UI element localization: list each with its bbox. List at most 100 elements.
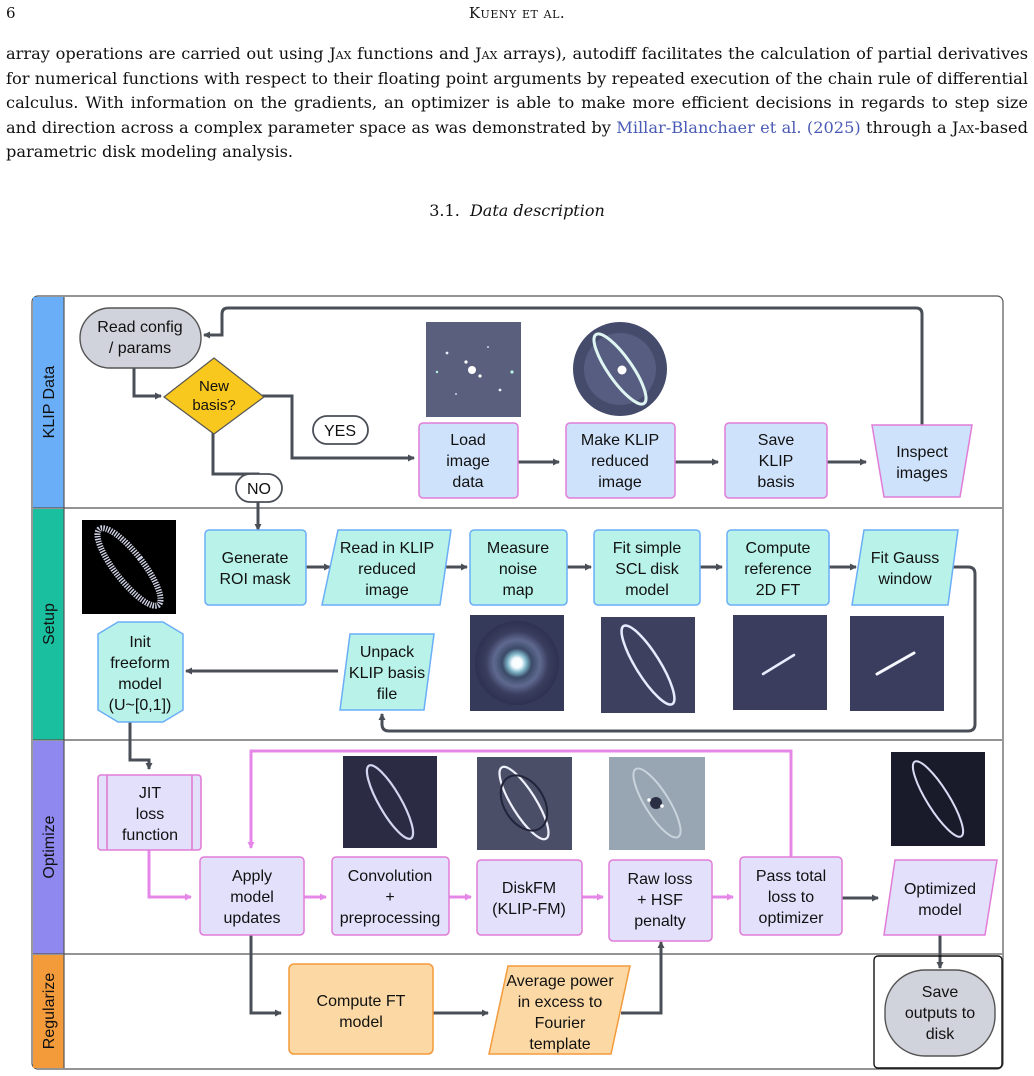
lane-optimize: Optimize <box>33 741 64 954</box>
lane-klip-data: KLIP Data <box>33 297 64 508</box>
arrow-gauss-to-unpack <box>378 565 977 733</box>
svg-text:+ HSF: + HSF <box>637 892 683 909</box>
arrow-jit-to-apply <box>147 850 192 901</box>
svg-text:Fit Gauss: Fit Gauss <box>871 550 939 567</box>
svg-text:model: model <box>339 1014 383 1031</box>
svg-text:model: model <box>230 889 274 906</box>
svg-text:Generate: Generate <box>222 550 289 567</box>
node-save-klip-basis: Save KLIP basis <box>724 422 828 499</box>
svg-text:Measure: Measure <box>487 540 549 557</box>
arrow-pass-feedback <box>247 749 793 857</box>
svg-text:DiskFM: DiskFM <box>502 880 556 897</box>
node-read-klip: Read in KLIP reduced image <box>321 529 452 606</box>
arrow-yes <box>262 394 415 462</box>
node-optimized-model: Optimized model <box>883 859 998 936</box>
node-convolution: Convolution + preprocessing <box>331 856 450 936</box>
lane-label-regularize: Regularize <box>41 973 58 1050</box>
svg-text:NO: NO <box>247 481 271 498</box>
node-compute-reference: Compute reference 2D FT <box>726 529 830 606</box>
svg-text:Save: Save <box>758 432 795 449</box>
citation-year-link[interactable]: (2025) <box>806 117 861 137</box>
svg-text:Compute: Compute <box>746 540 811 557</box>
body-paragraph: array operations are carried out using J… <box>6 44 1029 161</box>
node-init-freeform: Init freeform model (U~[0,1]) <box>97 621 184 723</box>
svg-text:model: model <box>918 902 962 919</box>
svg-text:(KLIP-FM): (KLIP-FM) <box>492 901 566 918</box>
arrow-avg-to-raw <box>621 941 665 1015</box>
svg-text:Load: Load <box>450 432 486 449</box>
svg-text:penalty: penalty <box>634 913 686 930</box>
lane-setup: Setup <box>33 509 64 740</box>
svg-text:YES: YES <box>324 423 356 440</box>
thumb-roi-mask <box>82 520 176 614</box>
svg-text:loss: loss <box>136 806 164 823</box>
svg-text:/ params: / params <box>109 340 171 357</box>
svg-text:Convolution: Convolution <box>348 868 433 885</box>
thumb-raw-image <box>426 322 521 417</box>
lane-label-klip-data: KLIP Data <box>41 366 58 439</box>
svg-text:Fourier: Fourier <box>535 1015 586 1032</box>
svg-text:reference: reference <box>744 561 812 578</box>
svg-text:Raw loss: Raw loss <box>628 871 693 888</box>
lane-label-optimize: Optimize <box>41 815 58 878</box>
svg-text:KLIP: KLIP <box>759 453 794 470</box>
svg-text:Apply: Apply <box>232 868 272 885</box>
svg-text:optimizer: optimizer <box>759 910 825 927</box>
svg-text:Inspect: Inspect <box>896 444 948 461</box>
svg-text:file: file <box>377 686 398 703</box>
svg-text:Compute FT: Compute FT <box>317 993 406 1010</box>
svg-text:2D FT: 2D FT <box>756 582 801 599</box>
thumb-reference-ft <box>733 615 827 710</box>
svg-text:+: + <box>385 889 394 906</box>
svg-text:reduced: reduced <box>358 561 416 578</box>
save-outputs-frame <box>873 955 1003 1069</box>
thumb-noise-map <box>470 615 564 711</box>
node-measure-noise: Measure noise map <box>469 529 568 606</box>
thumb-klip-reduced <box>573 322 667 416</box>
svg-text:in excess to: in excess to <box>518 994 603 1011</box>
node-unpack-klip: Unpack KLIP basis file <box>339 633 435 711</box>
svg-text:image: image <box>365 582 409 599</box>
arrow-inspect-to-config <box>203 306 924 425</box>
node-new-basis-decision: New basis? <box>163 357 265 435</box>
node-make-klip: Make KLIP reduced image <box>565 422 676 499</box>
svg-text:Average power: Average power <box>506 973 614 990</box>
svg-text:image: image <box>598 474 642 491</box>
thumb-optimized <box>891 752 985 846</box>
svg-text:noise: noise <box>499 561 537 578</box>
svg-text:data: data <box>452 474 483 491</box>
svg-text:Save: Save <box>922 984 959 1001</box>
svg-text:template: template <box>529 1036 590 1053</box>
svg-text:preprocessing: preprocessing <box>340 910 441 927</box>
node-generate-roi: Generate ROI mask <box>204 529 307 606</box>
svg-text:reduced: reduced <box>591 453 649 470</box>
node-pass-total-loss: Pass total loss to optimizer <box>739 856 843 936</box>
svg-text:(U~[0,1]): (U~[0,1]) <box>109 697 172 714</box>
svg-text:New: New <box>199 378 229 395</box>
svg-text:model: model <box>118 676 162 693</box>
label-no: NO <box>235 473 283 503</box>
svg-text:updates: updates <box>224 910 281 927</box>
svg-text:Read config: Read config <box>97 319 182 336</box>
svg-text:images: images <box>896 465 948 482</box>
svg-text:function: function <box>122 827 178 844</box>
node-compute-ft: Compute FT model <box>288 963 434 1055</box>
thumb-diskfm <box>477 757 572 850</box>
node-diskfm: DiskFM (KLIP-FM) <box>476 859 583 936</box>
page-number: 6 <box>6 4 16 22</box>
label-yes: YES <box>312 415 369 445</box>
citation-link[interactable]: Millar-Blanchaer et al. <box>616 117 802 137</box>
node-inspect-images: Inspect images <box>871 424 973 498</box>
svg-text:map: map <box>502 582 533 599</box>
thumb-scl-model <box>601 617 695 713</box>
node-raw-loss: Raw loss + HSF penalty <box>608 859 713 942</box>
node-read-config: Read config / params <box>79 307 202 369</box>
arrow-apply-to-ft <box>249 935 282 1017</box>
svg-text:model: model <box>625 582 669 599</box>
arrow-init-to-jit <box>128 722 153 770</box>
svg-text:basis: basis <box>757 474 794 491</box>
node-average-power: Average power in excess to Fourier templ… <box>488 965 631 1055</box>
arrow-config-to-decision <box>132 368 162 400</box>
svg-text:loss to: loss to <box>768 889 814 906</box>
